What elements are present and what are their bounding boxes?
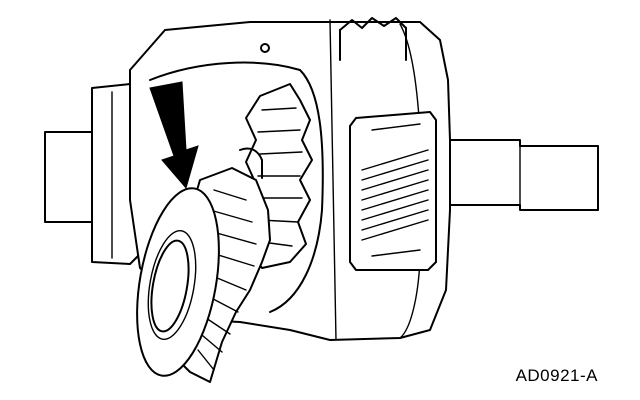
ring-gear-teeth-top [339,17,407,61]
indicator-arrow [149,81,199,190]
side-gear [349,111,437,271]
axle-shaft-right [439,139,599,211]
figure-id-label: AD0921-A [515,366,598,385]
pinion-thrust-washer [136,187,220,377]
